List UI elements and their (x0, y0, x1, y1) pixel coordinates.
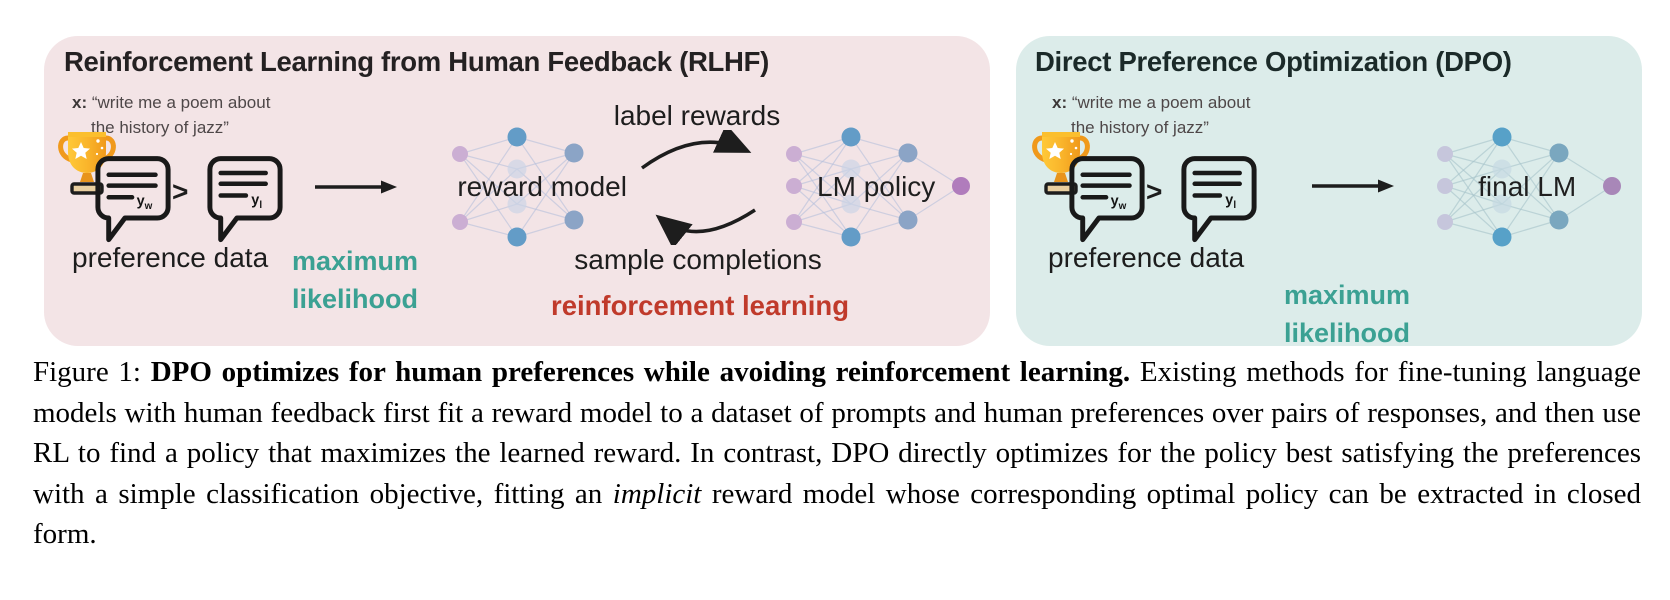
rl-cycle-arrows-icon (640, 130, 756, 245)
winner-label: yw (1111, 193, 1127, 212)
preferred-response-bubble-icon: yw (95, 156, 171, 243)
dpo-panel: Direct Preference Optimization (DPO) x: … (1016, 36, 1642, 348)
figure-caption: Figure 1: DPO optimizes for human prefer… (33, 352, 1641, 555)
rlhf-panel: Reinforcement Learning from Human Feedba… (44, 36, 990, 346)
dpo-prompt: x: “write me a poem about the history of… (1052, 90, 1250, 140)
final-lm-label: final LM (1478, 171, 1577, 203)
reinforcement-learning-label: reinforcement learning (551, 290, 849, 321)
maximum-likelihood-label: maximum likelihood (292, 246, 419, 314)
rlhf-title: Reinforcement Learning from Human Feedba… (64, 46, 769, 77)
caption-body-1: Existing methods for fine-tuning languag… (33, 356, 1641, 510)
maximum-likelihood-label: maximum likelihood (1284, 280, 1411, 348)
lm-policy-label: LM policy (817, 171, 936, 203)
caption-body-2: reward model whose corresponding optimal… (33, 477, 1642, 551)
prompt-line1: “write me a poem about (1071, 93, 1251, 112)
caption-italic-word: implicit (612, 477, 702, 510)
caption-prefix: Figure 1: (33, 356, 141, 388)
prompt-line1: “write me a poem about (91, 93, 271, 112)
preferred-over-symbol: > (1146, 176, 1163, 207)
trophy-icon (58, 132, 116, 195)
maximum-likelihood-arrow (1312, 179, 1394, 193)
maximum-likelihood-arrow (315, 180, 397, 194)
caption-bold-sentence: DPO optimizes for human preferences whil… (150, 356, 1131, 388)
preference-data-label: preference data (72, 242, 269, 273)
loser-label: yl (1225, 193, 1236, 212)
prompt-line2: the history of jazz” (1071, 118, 1209, 137)
sample-completions-label: sample completions (574, 244, 822, 275)
rejected-response-bubble-icon: yl (207, 156, 283, 243)
lm-policy-network-graphic (786, 127, 970, 247)
prompt-x-label: x: (72, 93, 88, 112)
lm-policy-network: LM policy (784, 120, 976, 248)
dpo-title: Direct Preference Optimization (DPO) (1035, 46, 1512, 77)
winner-label: yw (137, 193, 153, 212)
preferred-over-symbol: > (172, 176, 189, 207)
label-rewards-label: label rewards (613, 100, 781, 131)
loser-label: yl (251, 193, 262, 212)
prompt-line2: the history of jazz” (91, 118, 229, 137)
final-lm-network-graphic (1437, 127, 1621, 247)
preferred-response-bubble-icon: yw (1069, 156, 1145, 243)
reward-model-network-graphic (452, 127, 584, 247)
final-lm-network: final LM (1435, 120, 1627, 248)
preference-data-label: preference data (1048, 242, 1245, 273)
reward-model-network: reward model (450, 120, 642, 248)
rejected-response-bubble-icon: yl (1181, 156, 1257, 243)
rlhf-prompt: x: “write me a poem about the history of… (72, 90, 270, 140)
prompt-x-label: x: (1052, 93, 1068, 112)
reward-model-label: reward model (457, 171, 627, 203)
